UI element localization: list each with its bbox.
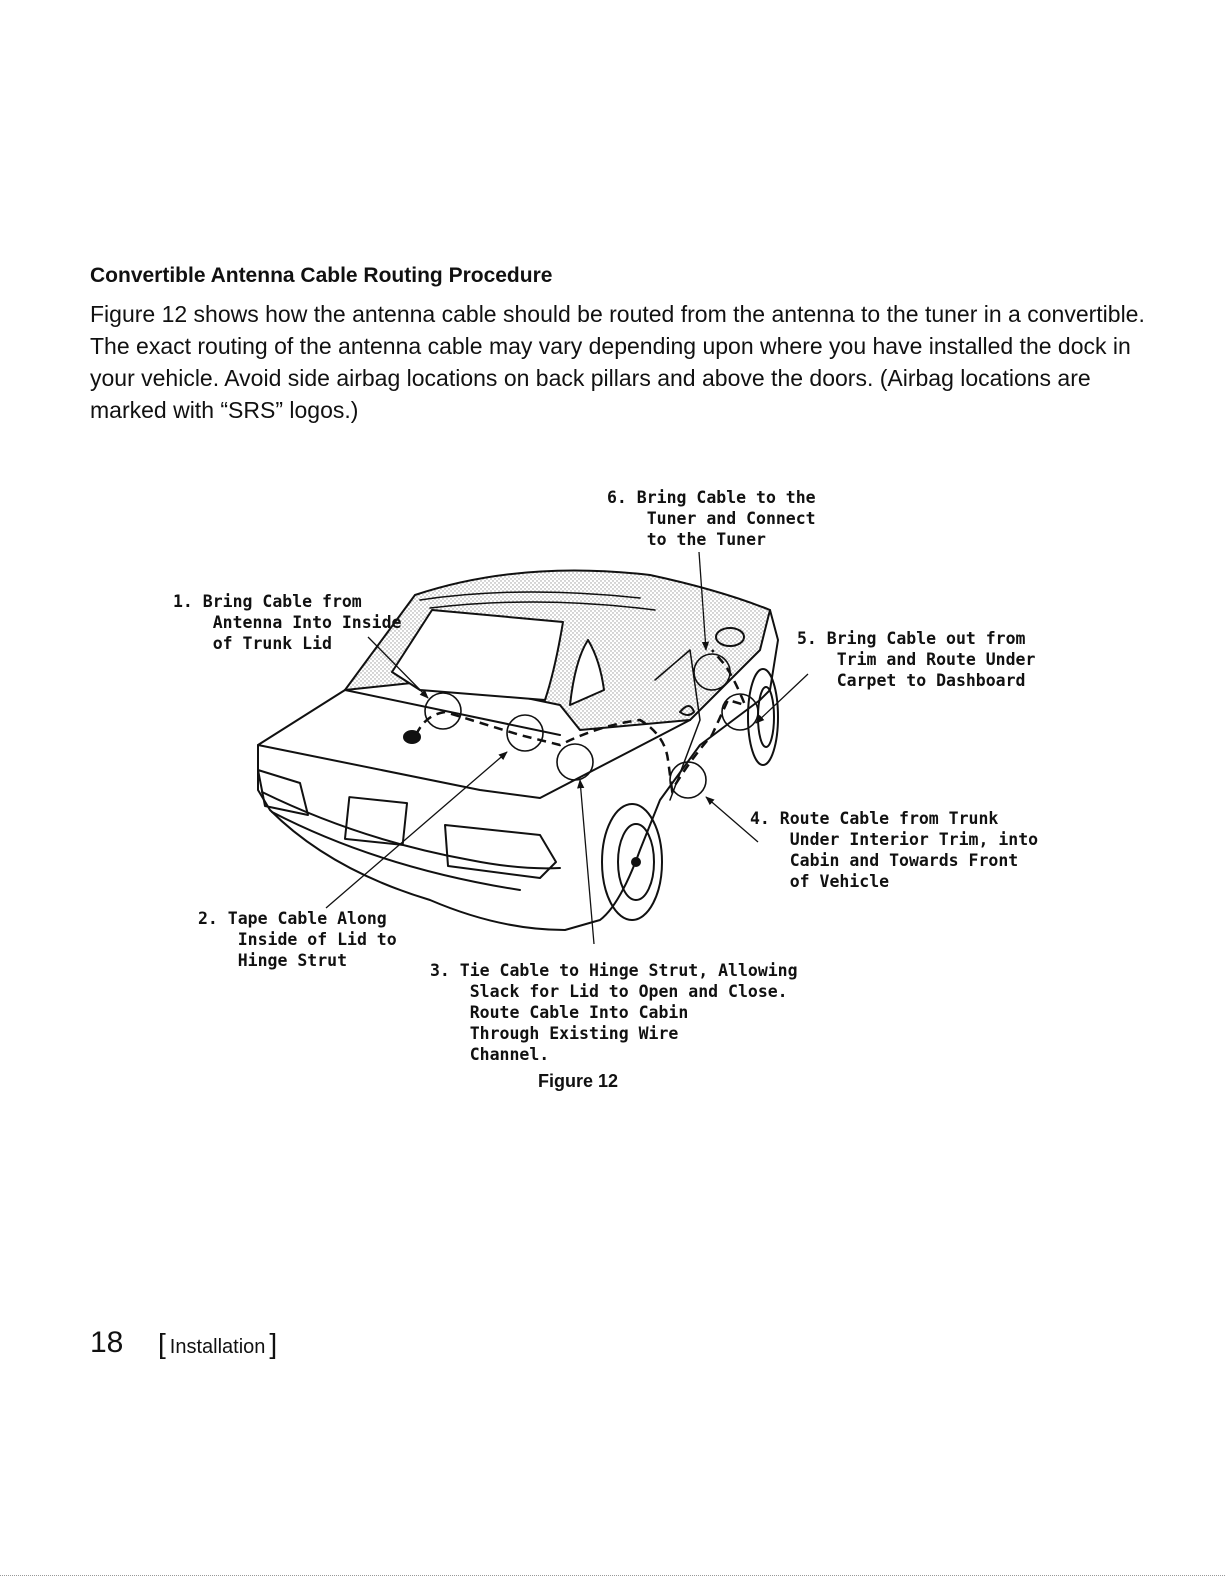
tail-light-right [445, 825, 556, 878]
section-label: [Installation] [158, 1328, 277, 1360]
callout-step-3: 3. Tie Cable to Hinge Strut, Allowing Sl… [430, 960, 798, 1065]
page-number: 18 [90, 1326, 123, 1360]
callout-step-4: 4. Route Cable from Trunk Under Interior… [750, 808, 1038, 892]
tail-light-left [258, 770, 308, 815]
callout-step-2: 2. Tape Cable Along Inside of Lid to Hin… [198, 908, 397, 971]
bracket-open: [ [158, 1328, 166, 1359]
callout-step-5: 5. Bring Cable out from Trim and Route U… [797, 628, 1035, 691]
page-edge-rule [0, 1575, 1225, 1576]
callout-step-6: 6. Bring Cable to the Tuner and Connect … [607, 487, 816, 550]
bracket-close: ] [269, 1328, 277, 1359]
callout-step-1: 1. Bring Cable from Antenna Into Inside … [173, 591, 401, 654]
figure-caption: Figure 12 [538, 1071, 618, 1092]
rear-bumper [262, 792, 560, 868]
section-name: Installation [166, 1336, 270, 1358]
trunk-lid [258, 720, 690, 798]
leader-3 [580, 780, 594, 944]
